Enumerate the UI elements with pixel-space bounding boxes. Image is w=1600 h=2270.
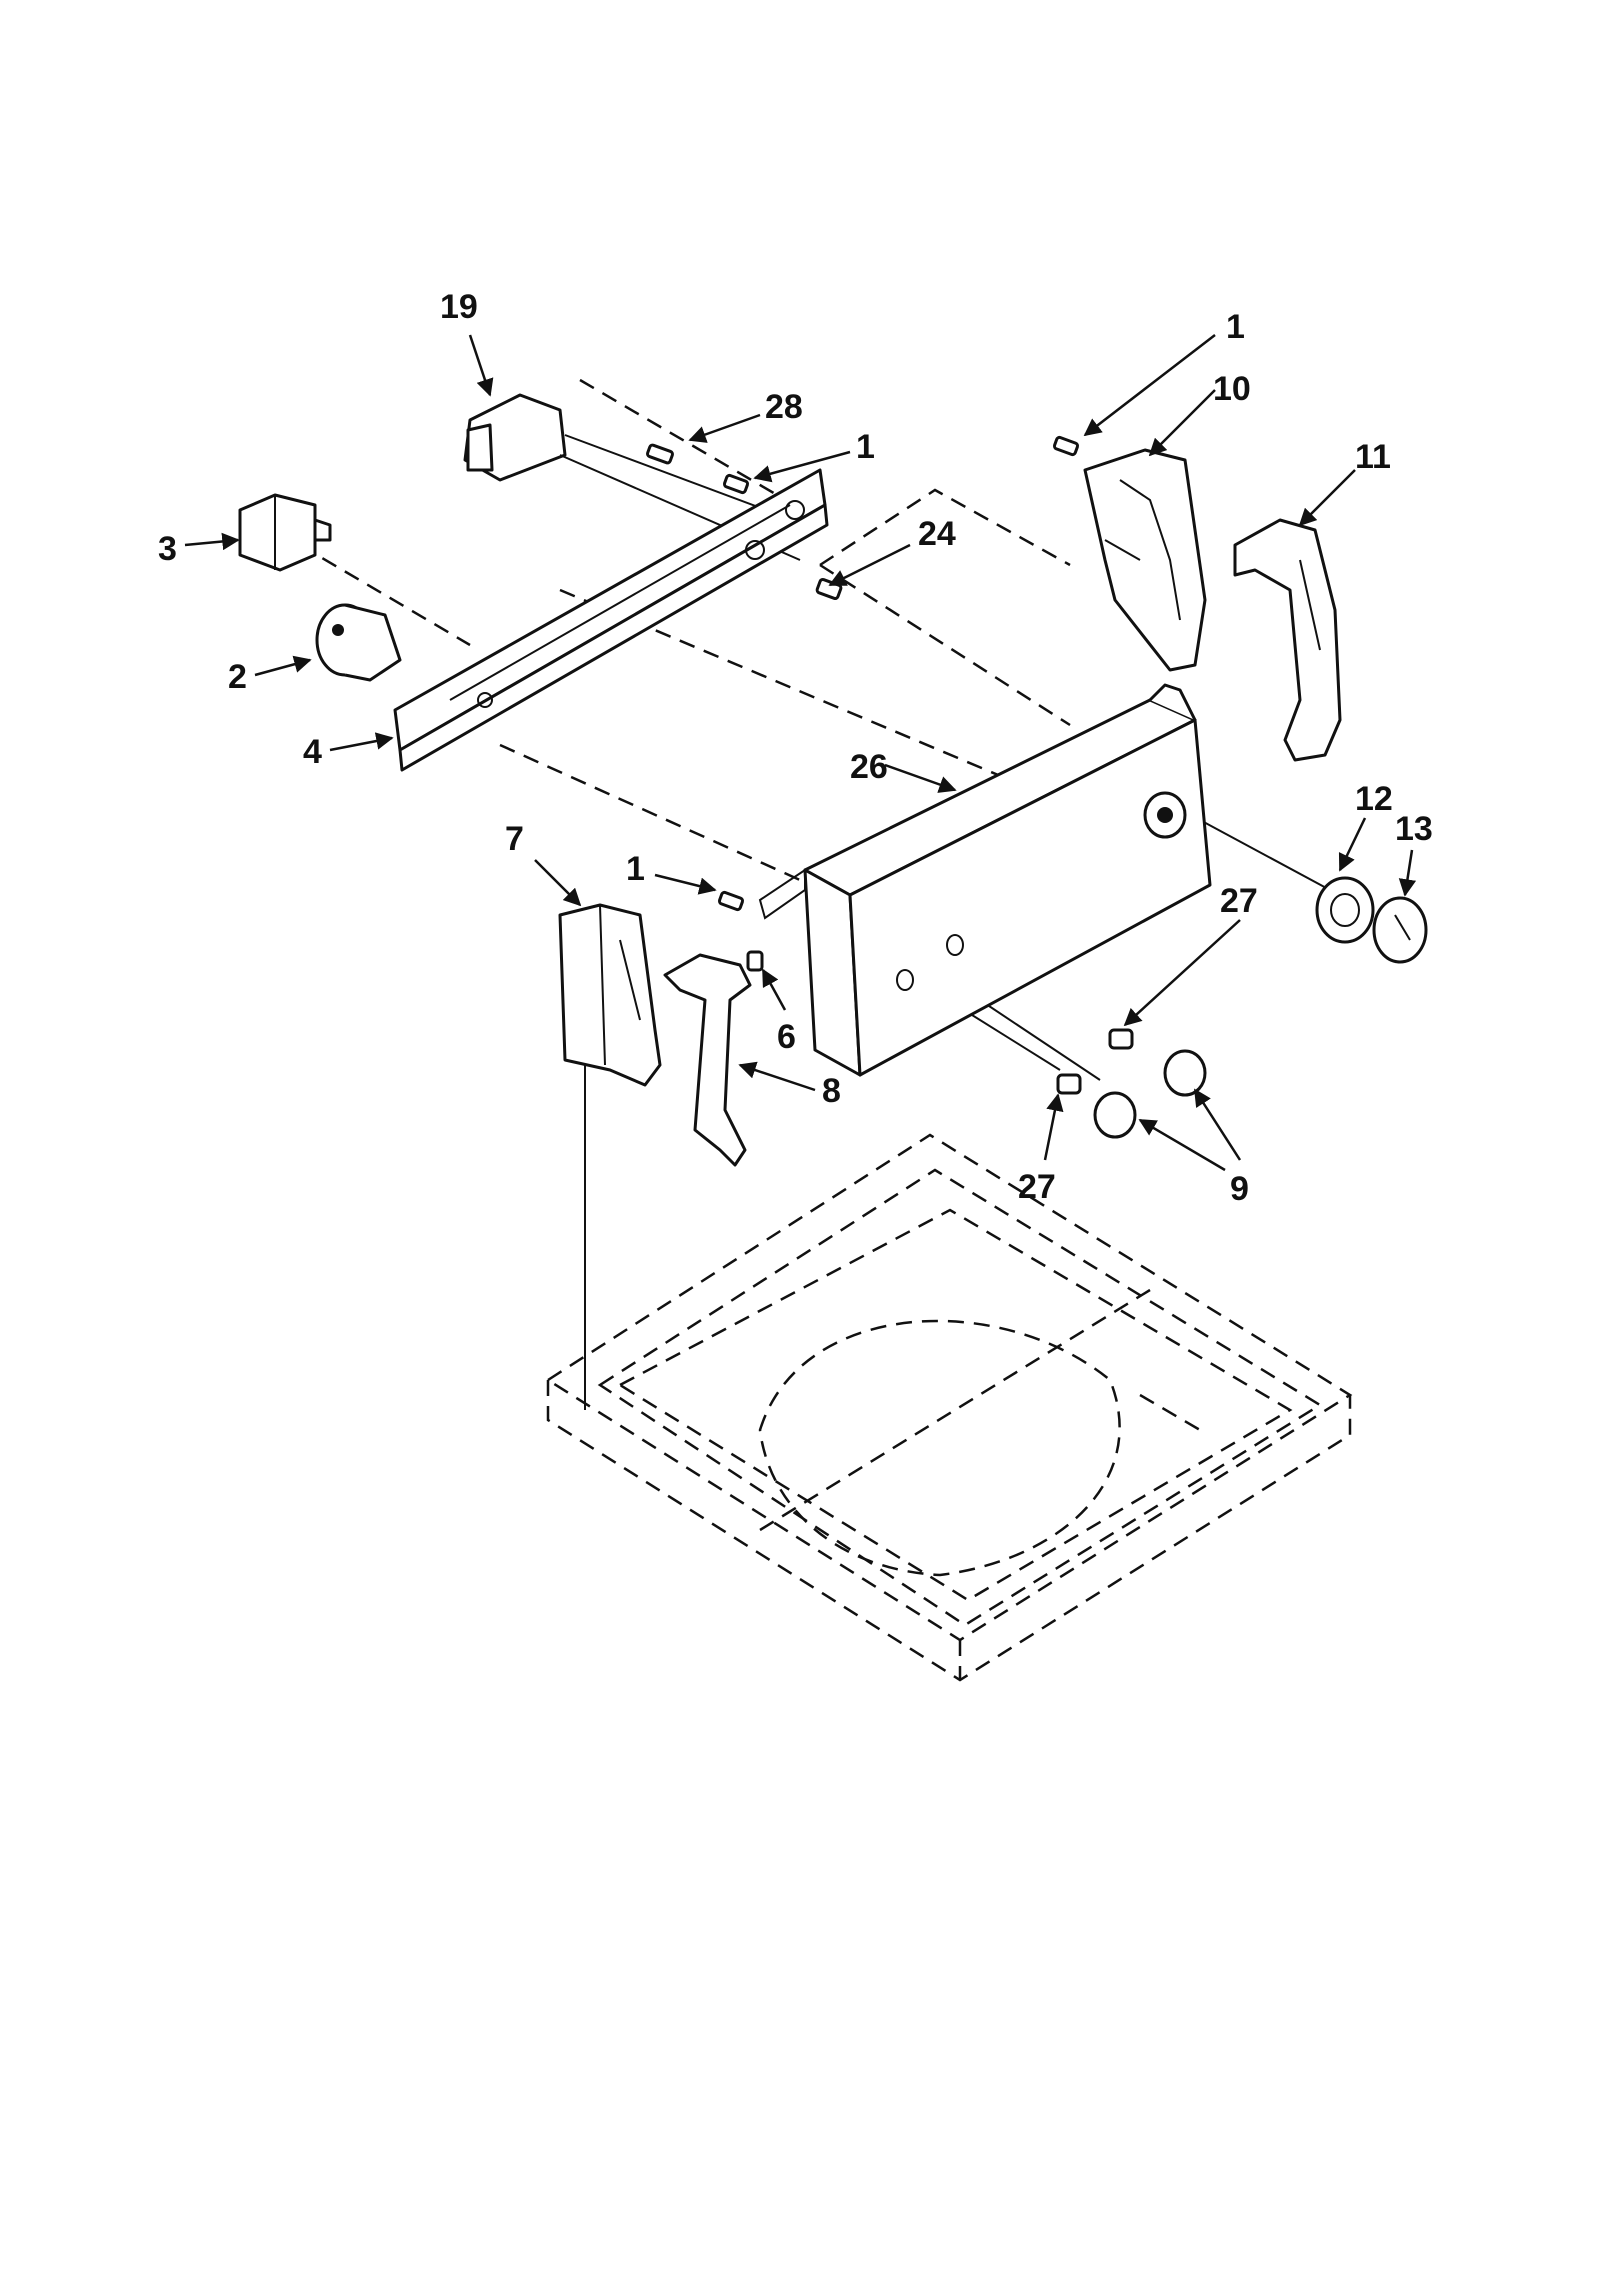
callout-8: 8 [822,1072,841,1110]
callout-3: 3 [158,530,177,568]
assembly-lines [299,378,1331,1410]
part-12-knob-ring [1315,876,1375,944]
callout-26: 26 [850,748,888,786]
callout-1-lower: 1 [626,850,645,888]
callout-10: 10 [1213,370,1251,408]
part-10-end-cap [1083,448,1207,672]
callout-12: 12 [1355,780,1393,818]
callout-28: 28 [765,388,803,426]
callout-4: 4 [303,733,322,771]
part-7-end-cap [558,903,662,1087]
part-9-knobs [1093,1049,1207,1139]
callout-27-lower: 27 [1018,1168,1056,1206]
callout-2: 2 [228,658,247,696]
callout-1-top-center: 1 [856,428,875,466]
callout-1-top-right: 1 [1226,308,1245,346]
leader-arrows [184,334,1417,1172]
callout-19: 19 [440,288,478,326]
part-11-end-trim [1233,518,1342,762]
callout-11: 11 [1355,438,1391,476]
screws [646,435,1080,972]
callout-7: 7 [505,820,524,858]
part-2-timer [315,603,402,682]
part-3-switch [238,493,332,572]
callout-24: 24 [918,515,956,553]
part-26-control-panel [758,683,1212,1077]
part-27-inserts [1056,1028,1134,1095]
callout-labels: 19 28 1 1 10 11 3 24 2 4 26 12 13 7 1 27… [158,288,1433,1208]
callout-9: 9 [1230,1170,1249,1208]
part-13-knob [1372,896,1428,964]
part-8-end-trim [663,953,752,1167]
callout-27-upper: 27 [1220,882,1258,920]
cabinet-top-outline [545,1133,1353,1682]
callout-13: 13 [1395,810,1433,848]
part-4-control-board [393,468,829,772]
callout-6: 6 [777,1018,796,1056]
